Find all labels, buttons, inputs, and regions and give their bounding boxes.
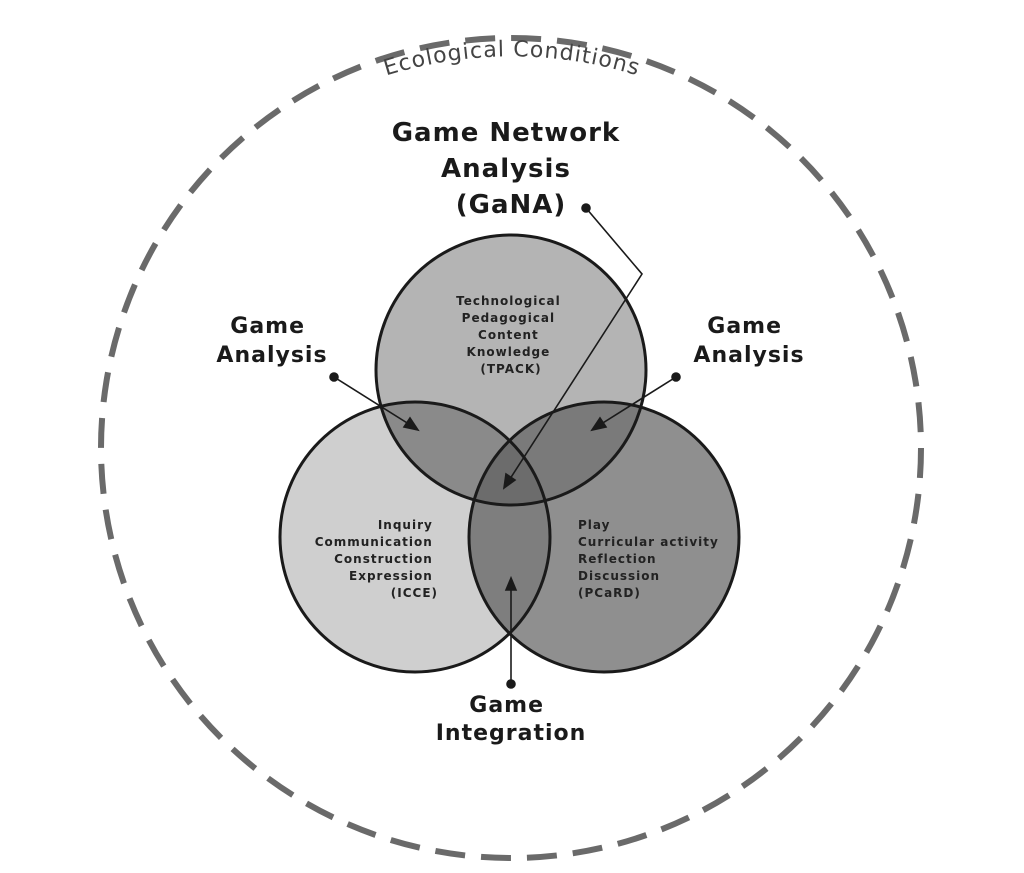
pcard-text: Play Curricular activity Reflection Disc… — [578, 518, 724, 600]
game-analysis-left-label: Game Analysis — [216, 314, 327, 368]
gana-arrow-line — [507, 207, 643, 483]
game-analysis-right-label: Game Analysis — [693, 314, 804, 368]
connectors — [329, 203, 681, 689]
integration-arrowhead — [504, 575, 518, 591]
left-analysis-arrowhead — [402, 416, 420, 432]
overlap-tpack-pcard — [469, 402, 646, 505]
right-analysis-arrow-line — [597, 376, 677, 427]
overlap-tpack-icce — [376, 402, 550, 505]
right-analysis-arrowhead — [590, 416, 608, 432]
gana-title: Game Network Analysis (GaNA) — [392, 118, 631, 220]
circle-outlines — [278, 233, 741, 674]
left-analysis-arrow-line — [333, 376, 413, 427]
game-integration-label: Game Integration — [436, 693, 587, 746]
tpack-text: Technological Pedagogical Content Knowle… — [456, 294, 566, 376]
ecological-conditions-label: Ecological Conditions — [381, 37, 643, 81]
gana-arrowhead — [502, 472, 517, 490]
icce-text: Inquiry Communication Construction Expre… — [315, 518, 438, 600]
ecological-boundary — [98, 35, 924, 861]
